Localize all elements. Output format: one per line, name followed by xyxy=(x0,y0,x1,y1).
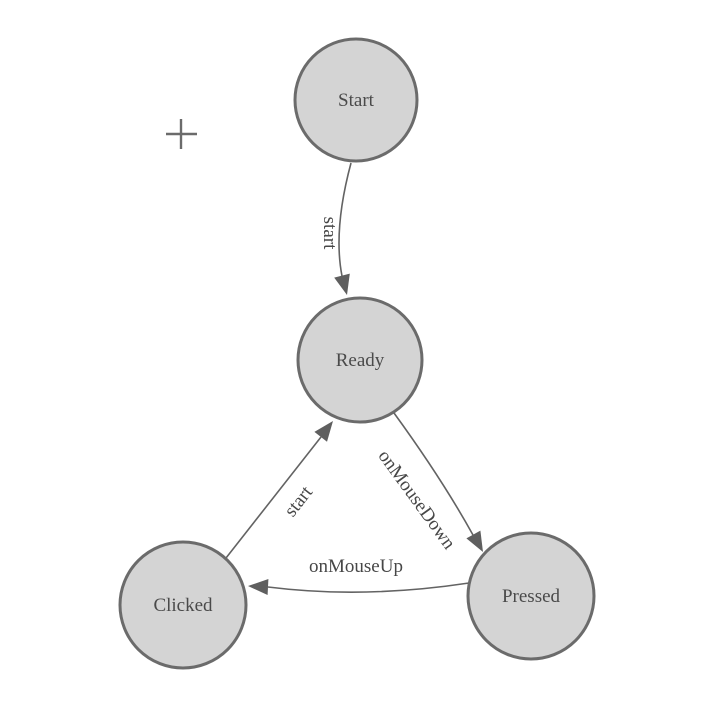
edge-line[interactable] xyxy=(338,162,352,277)
crosshair-icon xyxy=(166,119,197,149)
edge-label: onMouseDown xyxy=(374,446,460,554)
edge-ready-to-pressed[interactable]: onMouseDown xyxy=(374,412,483,554)
state-circle[interactable] xyxy=(118,540,248,670)
arrowhead-icon xyxy=(314,421,333,442)
arrowhead-icon xyxy=(248,579,269,595)
node-start[interactable]: Start xyxy=(293,37,419,163)
arrowhead-icon xyxy=(334,273,350,295)
edge-label: onMouseUp xyxy=(309,556,403,577)
edge-clicked-to-ready[interactable]: start xyxy=(225,421,333,559)
edge-line[interactable] xyxy=(267,582,470,593)
node-label: Pressed xyxy=(502,586,561,607)
edge-label: start xyxy=(319,217,340,250)
state-circle[interactable] xyxy=(466,531,596,661)
node-ready[interactable]: Ready xyxy=(296,296,424,424)
edge-pressed-to-clicked[interactable]: onMouseUp xyxy=(248,556,470,595)
edge-start-to-ready[interactable]: start xyxy=(319,162,352,295)
state-circle[interactable] xyxy=(293,37,419,163)
node-label: Clicked xyxy=(153,595,213,616)
arrowhead-icon xyxy=(466,530,483,552)
edge-line[interactable] xyxy=(225,436,322,559)
node-label: Start xyxy=(338,90,375,111)
node-clicked[interactable]: Clicked xyxy=(118,540,248,670)
node-pressed[interactable]: Pressed xyxy=(466,531,596,661)
state-circle[interactable] xyxy=(296,296,424,424)
node-label: Ready xyxy=(336,350,385,371)
edge-line[interactable] xyxy=(393,412,474,536)
edge-label: start xyxy=(280,482,317,521)
